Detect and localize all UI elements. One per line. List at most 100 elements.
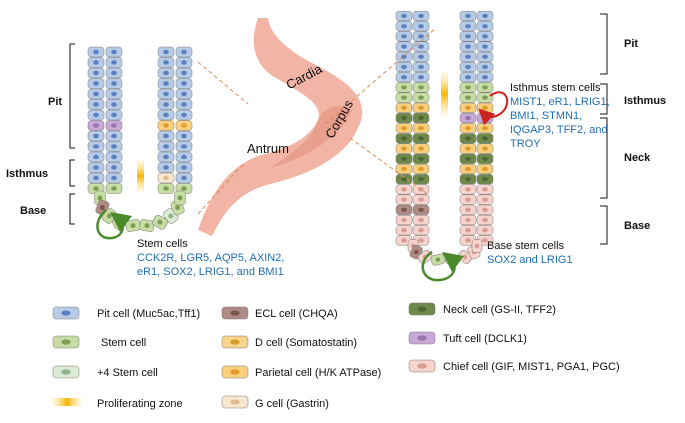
pit-cell — [105, 67, 123, 79]
stomach-illustration — [198, 18, 363, 236]
parietal-cell — [459, 163, 477, 175]
isthmus-stem-title: Isthmus stem cells — [510, 82, 601, 94]
pit-cell — [105, 78, 123, 89]
pit-cell — [412, 51, 430, 62]
neck-cell — [395, 133, 413, 144]
parietal-cell — [476, 102, 494, 113]
chief-cell — [476, 194, 494, 205]
region-bracket — [600, 83, 608, 115]
neck-cell — [412, 174, 430, 185]
left-stem-title: Stem cells — [137, 238, 188, 250]
parietal-cell — [412, 123, 430, 134]
chief-cell — [412, 225, 430, 236]
neck-cell — [395, 112, 413, 124]
pit-cell — [412, 21, 430, 32]
pit-cell — [157, 88, 175, 100]
stomach-fold — [270, 106, 352, 168]
right-region-base: Base — [624, 220, 651, 232]
pit-cell — [175, 78, 193, 89]
tuft-cell — [408, 331, 436, 345]
pit-cell — [476, 21, 494, 32]
pit-cell — [87, 130, 105, 142]
parietal-cell — [157, 120, 175, 131]
pit-cell — [105, 109, 123, 121]
parietal-cell — [459, 123, 477, 134]
neck-cell — [395, 174, 413, 185]
chief-cell — [476, 184, 494, 195]
left-stem-line2: eR1, SOX2, LRIG1, and BMI1 — [137, 266, 284, 278]
pit-cell — [175, 46, 193, 58]
parietal-cell — [476, 163, 494, 175]
stem-cell — [459, 82, 477, 93]
right-region-pit: Pit — [624, 38, 639, 50]
proliferating-zone — [441, 72, 448, 116]
parietal-cell — [476, 123, 494, 134]
stem-cell — [174, 190, 186, 206]
pit-cell — [459, 72, 477, 83]
left-region-base: Base — [20, 205, 47, 217]
pit-cell — [476, 10, 494, 22]
stem-cell — [152, 214, 168, 230]
pit-cell — [157, 67, 175, 79]
pit-cell — [157, 130, 175, 142]
chief-cell — [471, 239, 483, 253]
stem-cell — [430, 253, 445, 266]
pit-cell — [175, 162, 193, 173]
stem-cell — [476, 82, 494, 93]
stem-cell — [412, 92, 430, 103]
parietal-cell — [412, 102, 430, 113]
ecl-cell — [412, 204, 430, 215]
legend-icons — [52, 302, 436, 409]
self-renew-arrow — [96, 209, 133, 240]
pit-cell — [157, 46, 175, 58]
chief-cell — [459, 214, 477, 226]
pit-cell — [412, 72, 430, 83]
parietal-cell — [476, 143, 494, 154]
pit-cell — [105, 162, 123, 173]
pit-cell — [395, 61, 413, 73]
pit-cell — [412, 61, 430, 73]
region-bracket — [69, 43, 75, 149]
pit-cell — [87, 46, 105, 58]
pit-cell — [459, 61, 477, 73]
proliferating-zone — [137, 160, 144, 192]
parietal-cell — [459, 102, 477, 113]
parietal-cell — [395, 102, 413, 113]
pit-cell — [395, 10, 413, 22]
pit-cell — [87, 109, 105, 121]
neck-cell — [395, 153, 413, 164]
chief-cell — [459, 225, 477, 236]
pit-cell — [175, 67, 193, 79]
isthmus-stem-line3: IQGAP3, TFF2, and — [510, 124, 608, 136]
pit-cell — [175, 151, 193, 163]
pit-cell — [459, 21, 477, 32]
pit-cell — [105, 151, 123, 163]
pit-cell — [87, 99, 105, 110]
pit-cell — [476, 41, 494, 52]
neck-cell — [408, 302, 436, 316]
pit-cell — [105, 88, 123, 100]
legend-label-tuft: Tuft cell (DCLK1) — [443, 333, 527, 345]
pit-cell — [157, 78, 175, 89]
pit-cell — [175, 141, 193, 152]
parietal-cell — [395, 163, 413, 175]
stem-cell — [52, 335, 80, 349]
tuft-cell — [459, 112, 477, 124]
chief-cell — [408, 359, 436, 373]
dashed-connector — [349, 137, 431, 197]
pit-cell — [175, 88, 193, 100]
self-renew-arrow — [421, 250, 465, 282]
pit-cell — [459, 41, 477, 52]
legend-label-pit: Pit cell (Muc5ac,Tff1) — [97, 308, 201, 320]
parietal-cell — [412, 143, 430, 154]
plus4-cell — [52, 365, 80, 379]
chief-cell — [395, 214, 413, 226]
left-stem-line1: CCK2R, LGR5, AQP5, AXIN2, — [137, 252, 285, 264]
left-region-isthmus: Isthmus — [6, 168, 49, 180]
legend-label-stem: Stem cell — [101, 337, 147, 349]
pit-cell — [412, 41, 430, 52]
stem-cell — [105, 183, 123, 194]
pit-cell — [395, 31, 413, 42]
pit-cell — [105, 130, 123, 142]
